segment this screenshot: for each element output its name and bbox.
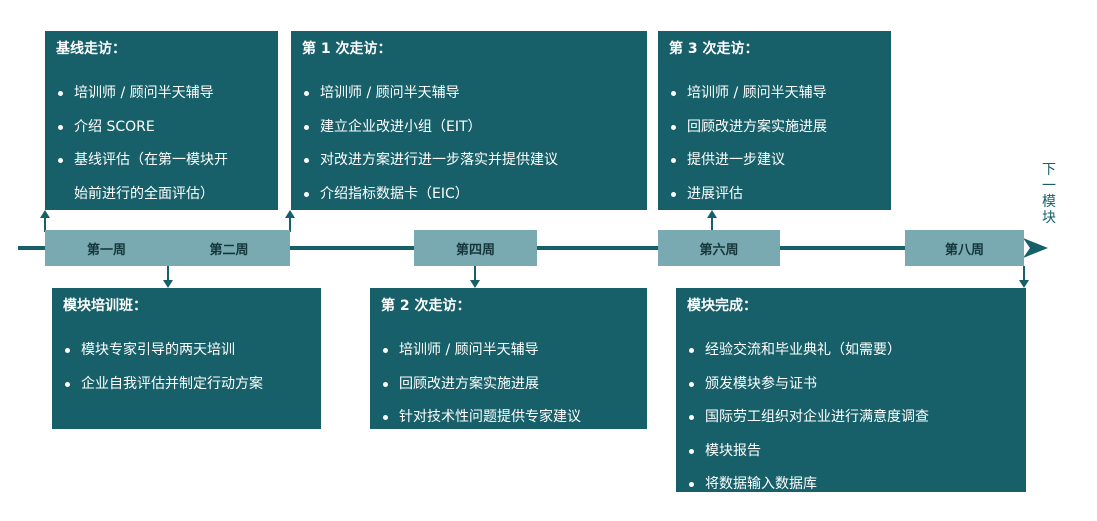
list-item: 模块专家引导的两天培训 (52, 334, 263, 368)
list-item: 对改进方案进行进一步落实并提供建议 (291, 144, 558, 178)
list-item: 介绍 SCORE (45, 111, 228, 145)
list-item: 经验交流和毕业典礼（如需要） (676, 334, 929, 368)
list-item: 建立企业改进小组（EIT） (291, 111, 558, 145)
box-list: 模块专家引导的两天培训 企业自我评估并制定行动方案 (52, 334, 263, 401)
box-title: 第 3 次走访： (669, 41, 759, 57)
week-8-marker: 第八周 (905, 230, 1024, 266)
week-4-label: 第四周 (455, 242, 495, 258)
list-item: 回顾改进方案实施进展 (658, 111, 827, 145)
baseline-visit-box: 基线走访： 培训师 / 顾问半天辅导 介绍 SCORE 基线评估（在第一模块开 … (45, 31, 278, 210)
next-char-4: 块 (1042, 210, 1056, 226)
box-title: 模块培训班： (63, 298, 147, 314)
list-item: 培训师 / 顾问半天辅导 (370, 334, 581, 368)
box-list: 培训师 / 顾问半天辅导 回顾改进方案实施进展 提供进一步建议 进展评估 (658, 77, 827, 211)
week-6-label: 第六周 (699, 242, 739, 258)
list-item: 模块报告 (676, 435, 929, 469)
week-6-marker: 第六周 (658, 230, 780, 266)
box-list: 培训师 / 顾问半天辅导 回顾改进方案实施进展 针对技术性问题提供专家建议 (370, 334, 581, 435)
list-item-text: 始前进行的全面评估） (74, 185, 214, 202)
week-1-label: 第一周 (86, 242, 126, 258)
week-2-label: 第二周 (209, 242, 249, 258)
box-title: 第 1 次走访： (302, 41, 392, 57)
visit-2-box: 第 2 次走访： 培训师 / 顾问半天辅导 回顾改进方案实施进展 针对技术性问题… (370, 288, 647, 429)
next-char-2: 一 (1042, 178, 1056, 194)
list-item: 培训师 / 顾问半天辅导 (45, 77, 228, 111)
list-item: 培训师 / 顾问半天辅导 (291, 77, 558, 111)
week-4-marker: 第四周 (414, 230, 537, 266)
box-list: 培训师 / 顾问半天辅导 建立企业改进小组（EIT） 对改进方案进行进一步落实并… (291, 77, 558, 211)
module-completion-box: 模块完成： 经验交流和毕业典礼（如需要） 颁发模块参与证书 国际劳工组织对企业进… (676, 288, 1026, 492)
list-item: 进展评估 (658, 178, 827, 212)
list-item: 提供进一步建议 (658, 144, 827, 178)
module-training-box: 模块培训班： 模块专家引导的两天培训 企业自我评估并制定行动方案 (52, 288, 321, 429)
list-item: 基线评估（在第一模块开 (45, 144, 228, 178)
visit-1-box: 第 1 次走访： 培训师 / 顾问半天辅导 建立企业改进小组（EIT） 对改进方… (291, 31, 647, 210)
next-char-1: 下 (1042, 162, 1056, 178)
list-item: 针对技术性问题提供专家建议 (370, 401, 581, 435)
list-item: 回顾改进方案实施进展 (370, 368, 581, 402)
box-list: 经验交流和毕业典礼（如需要） 颁发模块参与证书 国际劳工组织对企业进行满意度调查… (676, 334, 929, 502)
list-item: 国际劳工组织对企业进行满意度调查 (676, 401, 929, 435)
box-list: 培训师 / 顾问半天辅导 介绍 SCORE 基线评估（在第一模块开 始前进行的全… (45, 77, 228, 211)
list-item: 培训师 / 顾问半天辅导 (658, 77, 827, 111)
list-item: 将数据输入数据库 (676, 468, 929, 502)
box-title: 第 2 次走访： (381, 298, 471, 314)
week-2-marker: 第二周 (168, 230, 290, 266)
list-item: 企业自我评估并制定行动方案 (52, 368, 263, 402)
week-1-marker: 第一周 (45, 230, 168, 266)
next-module-label: 下 一 模 块 (1042, 162, 1056, 226)
next-char-3: 模 (1042, 194, 1056, 210)
list-item: 介绍指标数据卡（EIC） (291, 178, 558, 212)
box-title: 模块完成： (687, 298, 757, 314)
week-8-label: 第八周 (944, 242, 984, 258)
visit-3-box: 第 3 次走访： 培训师 / 顾问半天辅导 回顾改进方案实施进展 提供进一步建议… (658, 31, 891, 210)
list-item-continuation: 始前进行的全面评估） (45, 178, 228, 212)
box-title: 基线走访： (56, 41, 126, 57)
list-item: 颁发模块参与证书 (676, 368, 929, 402)
